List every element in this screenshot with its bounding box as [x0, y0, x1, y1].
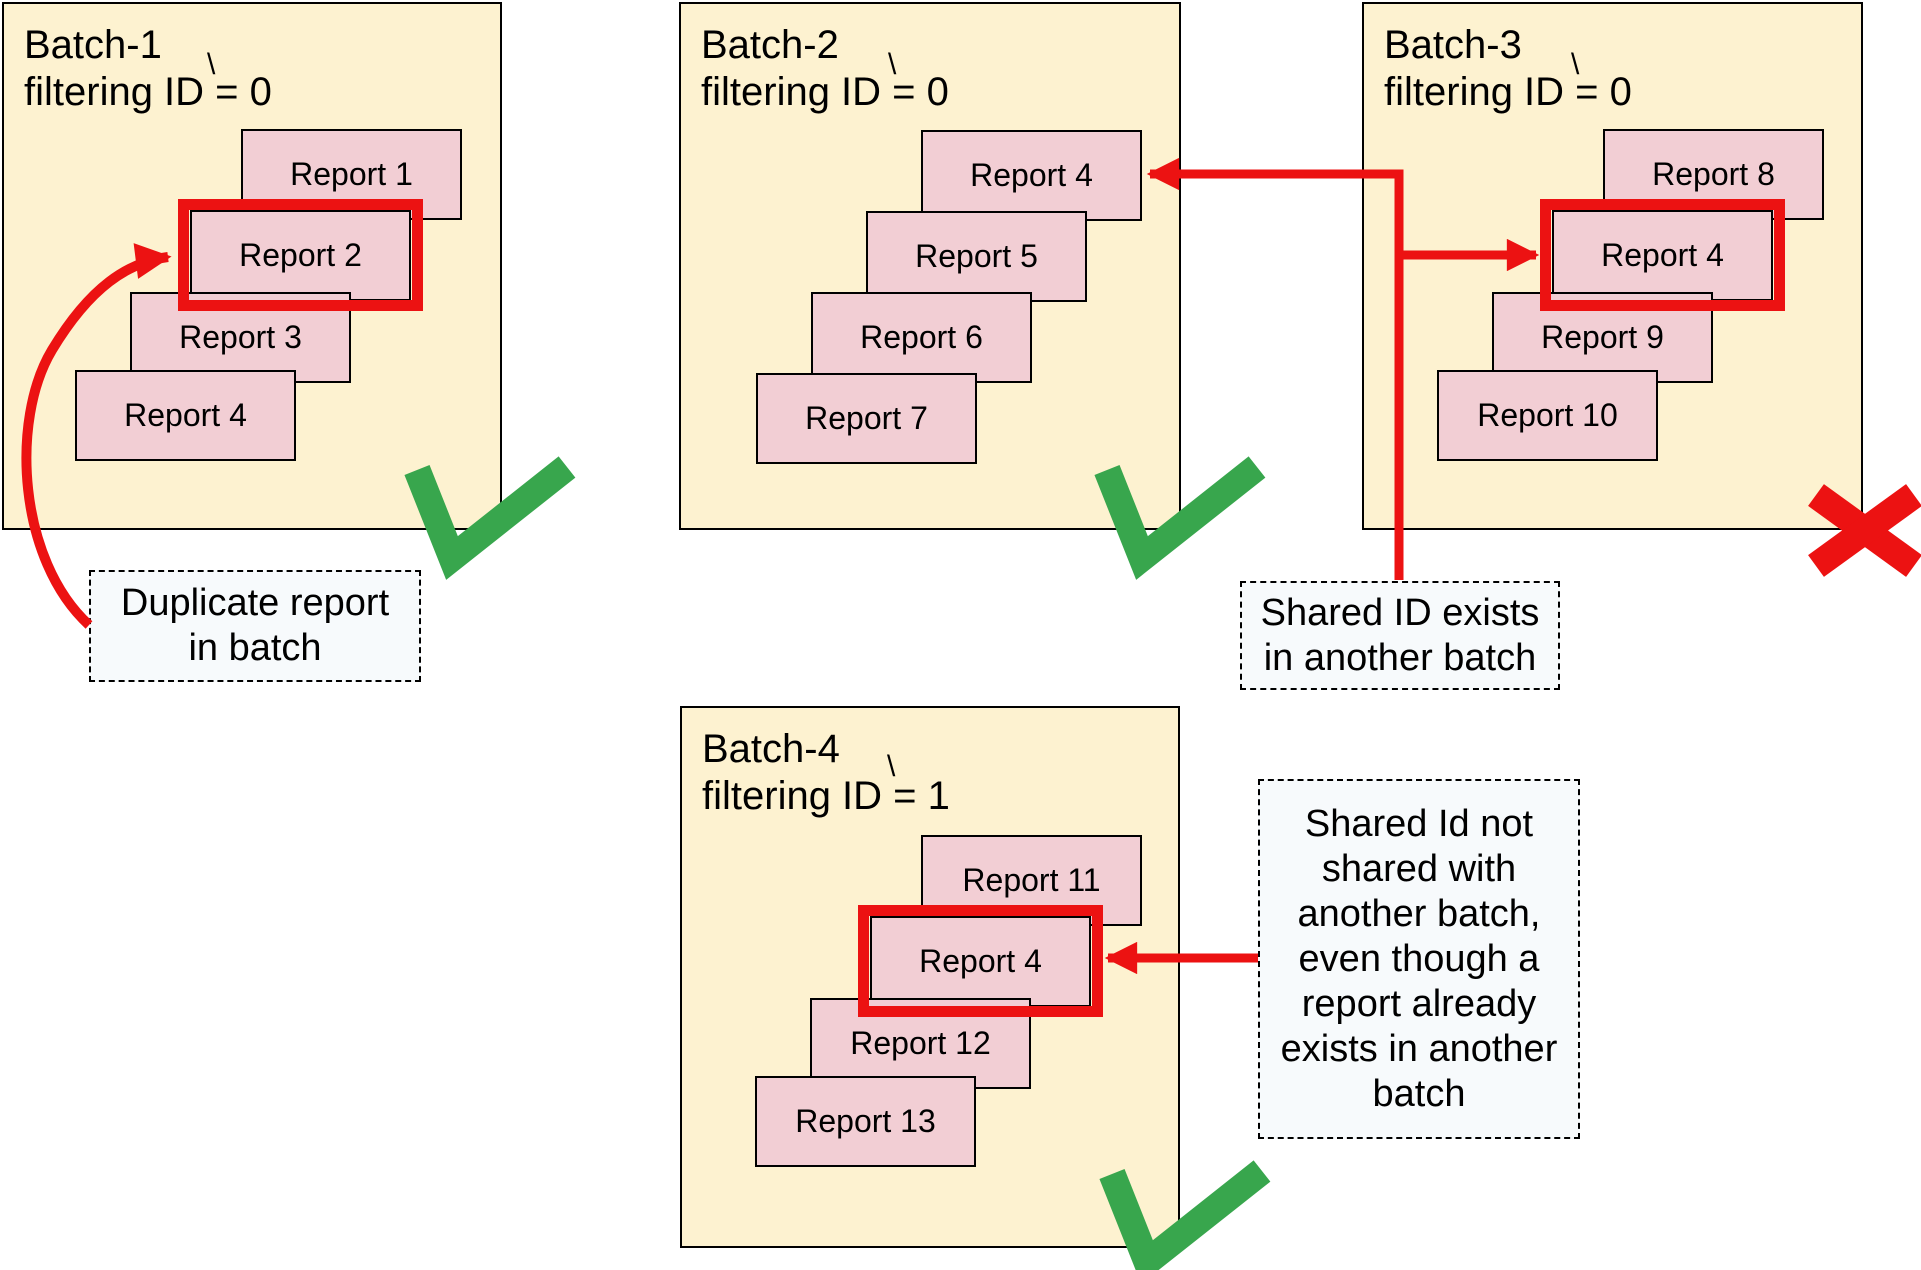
report-card: Report 13 — [755, 1076, 976, 1167]
batch-4-title-line1: Batch-4 — [702, 727, 840, 771]
shared-id-highlight-box — [1540, 199, 1785, 311]
batch-4-title-line2: filtering ID = 1 — [702, 774, 950, 818]
report-label: Report 12 — [850, 1025, 991, 1061]
report-card: Report 6 — [811, 292, 1032, 383]
not-shared-note: Shared Id not shared with another batch,… — [1258, 779, 1580, 1139]
batch-2-title-line2: filtering ID = 0 — [701, 70, 949, 114]
report-label: Report 3 — [179, 319, 302, 355]
report-card: Report 10 — [1437, 370, 1658, 461]
shared-id-note: Shared ID exists in another batch — [1240, 581, 1560, 690]
batch-1-title-line2: filtering ID = 0 — [24, 70, 272, 114]
report-label: Report 4 — [124, 397, 247, 433]
report-card: Report 7 — [756, 373, 977, 464]
report-label: Report 8 — [1652, 156, 1775, 192]
duplicate-note: Duplicate report in batch — [89, 570, 421, 682]
report-card: Report 4 — [1552, 210, 1773, 301]
report-label: Report 6 — [860, 319, 983, 355]
stray-tick-mark: \ — [888, 48, 897, 81]
report-card: Report 5 — [866, 211, 1087, 302]
batch-4-title: Batch-4 filtering ID = 1 — [702, 726, 950, 820]
report-label: Report 10 — [1477, 397, 1618, 433]
report-label: Report 7 — [805, 400, 928, 436]
report-label: Report 13 — [795, 1103, 936, 1139]
report-label: Report 2 — [239, 237, 362, 273]
batch-1-title: Batch-1 filtering ID = 0 — [24, 22, 272, 116]
duplicate-highlight-box — [178, 199, 423, 311]
report-label: Report 4 — [919, 943, 1042, 979]
batch-2-title-line1: Batch-2 — [701, 23, 839, 67]
stray-tick-mark: \ — [207, 48, 216, 81]
report-label: Report 4 — [970, 157, 1093, 193]
not-shared-highlight-box — [858, 905, 1103, 1017]
batch-1-title-line1: Batch-1 — [24, 23, 162, 67]
report-card: Report 4 — [921, 130, 1142, 221]
report-label: Report 5 — [915, 238, 1038, 274]
report-card: Report 4 — [75, 370, 296, 461]
stray-tick-mark: \ — [1571, 48, 1580, 81]
report-label: Report 1 — [290, 156, 413, 192]
report-card: Report 4 — [870, 916, 1091, 1007]
batch-3-title-line2: filtering ID = 0 — [1384, 70, 1632, 114]
report-label: Report 4 — [1601, 237, 1724, 273]
stray-tick-mark: \ — [887, 750, 896, 783]
batch-2-title: Batch-2 filtering ID = 0 — [701, 22, 949, 116]
report-label: Report 11 — [962, 862, 1101, 898]
batch-3-title: Batch-3 filtering ID = 0 — [1384, 22, 1632, 116]
report-label: Report 9 — [1541, 319, 1664, 355]
report-card: Report 2 — [190, 210, 411, 301]
batch-3-title-line1: Batch-3 — [1384, 23, 1522, 67]
